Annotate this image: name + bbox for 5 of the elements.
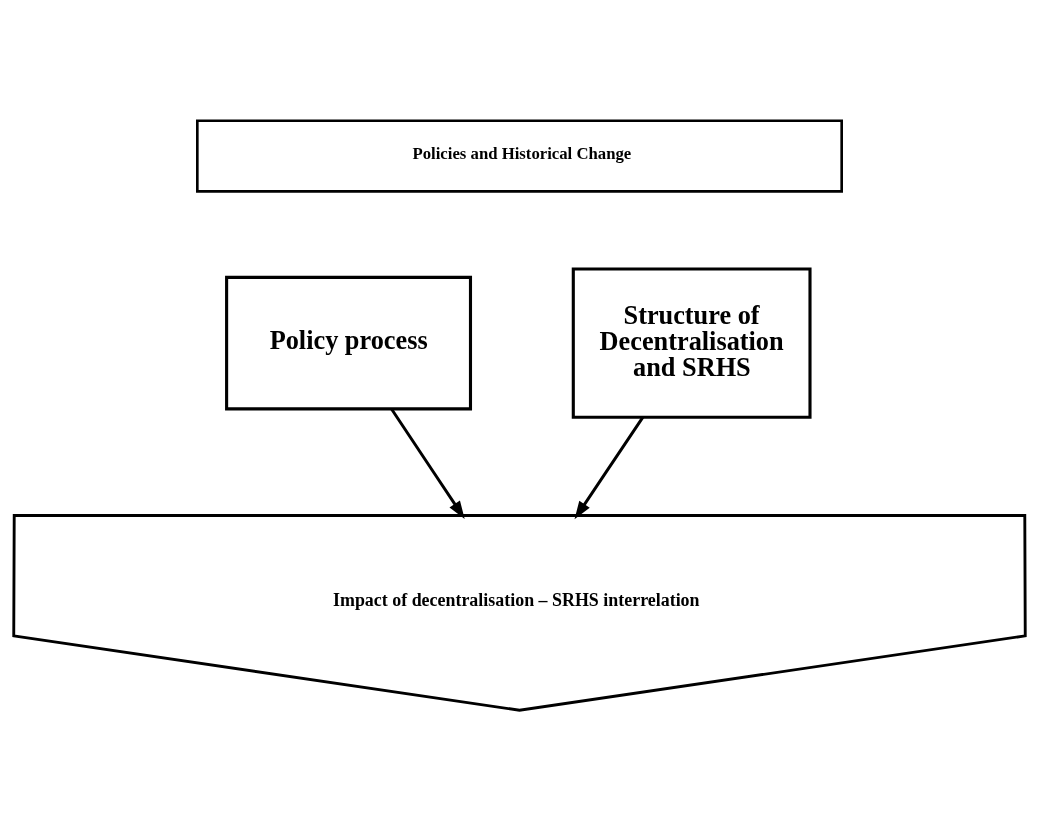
arrow xyxy=(389,407,465,519)
node-box: Policies and Historical Change xyxy=(195,118,843,193)
node-box: Structure of Decentralisation and SRHS xyxy=(571,266,812,419)
node-box: Policy process xyxy=(224,275,472,410)
arrow xyxy=(574,415,644,519)
